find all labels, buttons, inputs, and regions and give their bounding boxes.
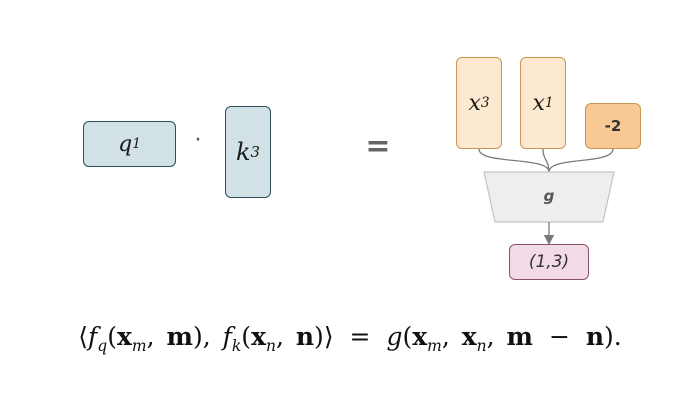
relative-position-formula: ⟨fq(xm, m), fk(xn, n)⟩ = g(xm, xn, m − n…	[78, 322, 622, 355]
input-x3-symbol: x	[468, 90, 481, 116]
equals-operator: =	[365, 129, 391, 164]
key-symbol: k	[235, 138, 251, 166]
relative-offset-box: -2	[585, 103, 641, 149]
input-x3-index: 3	[480, 95, 490, 111]
relative-offset-value: -2	[604, 117, 622, 135]
query-index: 1	[132, 136, 141, 152]
g-function-trapezoid	[483, 171, 615, 223]
key-index: 3	[250, 143, 260, 161]
output-position-box: (1,3)	[509, 244, 589, 280]
query-symbol: q	[118, 131, 133, 157]
connector-offset-to-g	[548, 148, 614, 173]
input-x1-index: 1	[544, 95, 554, 111]
dot-product-operator: ·	[194, 128, 202, 153]
g-function-label: g	[543, 187, 555, 205]
connector-x1-to-g	[542, 148, 550, 173]
input-x1-symbol: x	[532, 90, 545, 116]
output-position-value: (1,3)	[528, 252, 570, 272]
connector-x3-to-g	[478, 148, 550, 173]
